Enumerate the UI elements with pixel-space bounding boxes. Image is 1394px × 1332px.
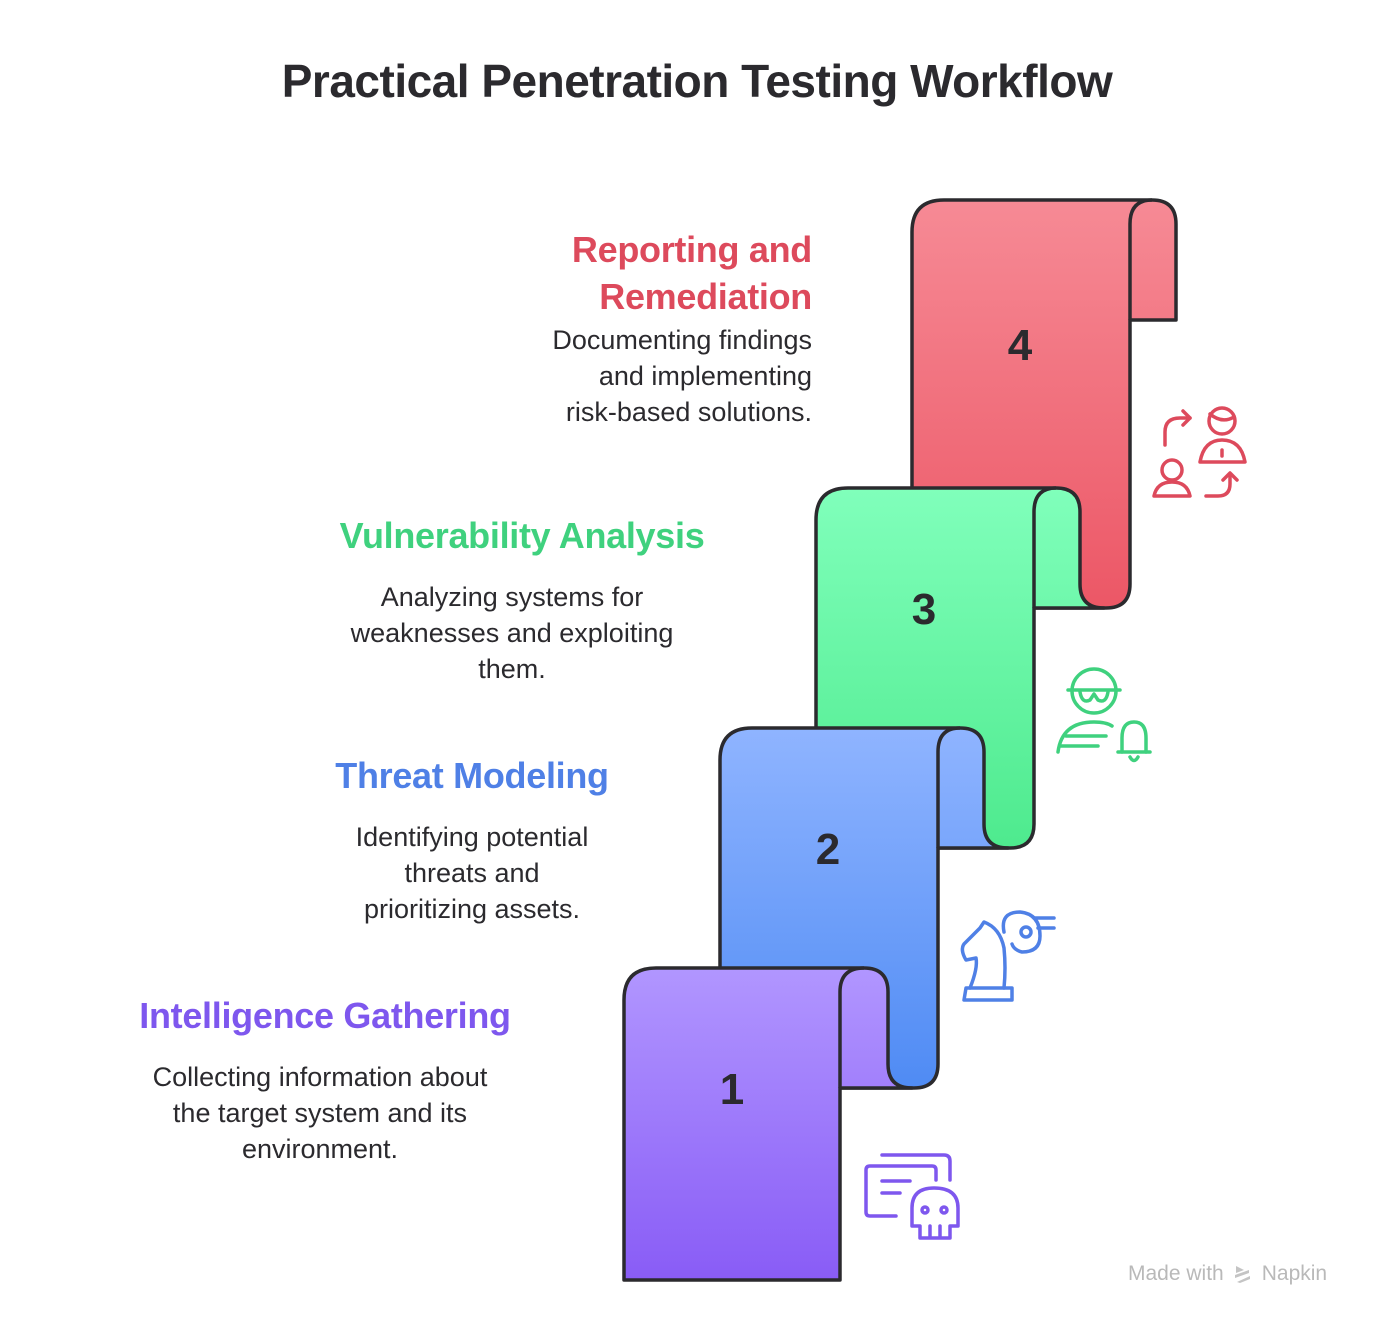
step-3-description: Analyzing systems for weaknesses and exp… [300,579,744,687]
step-2-text: Threat Modeling Identifying potential th… [292,752,652,927]
chess-knight-target-icon [960,910,1056,1002]
step-4-desc-line: risk-based solutions. [565,397,812,427]
page-title: Practical Penetration Testing Workflow [281,55,1113,107]
step-2-description: Identifying potential threats and priori… [292,819,652,927]
step-number-1: 1 [720,1065,744,1114]
step-1-desc-line: environment. [241,1134,399,1164]
step-3-desc-line: Analyzing systems for [380,582,644,612]
step-3-desc-line: weaknesses and exploiting [350,618,674,648]
step-4-heading-line-1: Reporting and [571,229,812,270]
step-4-desc-line: Documenting findings [552,325,812,355]
step-4-description: Documenting findings and implementing ri… [440,322,812,430]
step-4-heading: Reporting and Remediation [440,226,812,320]
step-1-text: Intelligence Gathering Collecting inform… [100,992,550,1167]
skull-document-icon [864,1153,960,1240]
step-3-desc-line: them. [478,654,546,684]
napkin-brand-label: Napkin [1261,1262,1328,1285]
hacker-alert-icon [1056,667,1152,763]
step-2-desc-line: prioritizing assets. [363,894,581,924]
user-handoff-icon [1152,406,1247,498]
step-2-heading: Threat Modeling [335,755,609,796]
step-2-desc-line: Identifying potential [355,822,589,852]
step-2-desc-line: threats and [404,858,540,888]
step-number-4: 4 [1008,321,1033,370]
step-4-text: Reporting and Remediation Documenting fi… [440,226,812,430]
made-with-label: Made with [1128,1262,1224,1285]
step-1-heading: Intelligence Gathering [139,995,511,1036]
step-1-desc-line: the target system and its [172,1098,468,1128]
step-number-3: 3 [912,585,936,634]
napkin-logo-icon [1234,1266,1250,1283]
step-3-text: Vulnerability Analysis Analyzing systems… [300,512,744,687]
step-4-heading-line-2: Remediation [599,276,812,317]
scroll-step-1: 1 [622,966,914,1282]
step-3-heading: Vulnerability Analysis [339,515,705,556]
napkin-watermark[interactable]: Made with Napkin [1128,1262,1327,1286]
step-number-2: 2 [816,825,840,874]
step-1-description: Collecting information about the target … [100,1059,550,1167]
step-1-desc-line: Collecting information about [152,1062,488,1092]
step-4-desc-line: and implementing [598,361,812,391]
